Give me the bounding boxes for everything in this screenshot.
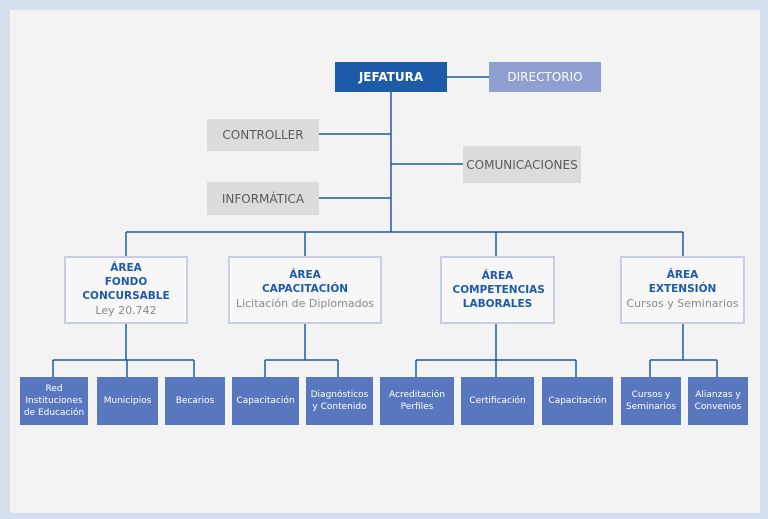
unit-capacitacion: Capacitación	[232, 377, 299, 425]
informatica-box: INFORMÁTICA	[207, 182, 319, 215]
area-label: ÁREA	[110, 262, 142, 274]
unit-label: Alianzas y Convenios	[694, 390, 742, 412]
area-label: ÁREA	[289, 269, 321, 281]
jefatura-box: JEFATURA	[335, 62, 447, 92]
area-extension: ÁREA EXTENSIÓN Cursos y Seminarios	[620, 256, 745, 324]
unit-cursos-seminarios: Cursos y Seminarios	[621, 377, 681, 425]
area-name: FONDO CONCURSABLE	[82, 276, 170, 302]
unit-label: Capacitación	[236, 396, 295, 406]
jefatura-label: JEFATURA	[358, 70, 424, 84]
unit-label: Cursos y Seminarios	[625, 390, 677, 412]
area-name: COMPETENCIAS LABORALES	[452, 284, 545, 310]
area-name: EXTENSIÓN	[648, 283, 717, 295]
unit-label: Acreditación Perfiles	[389, 390, 445, 412]
unit-red-instituciones: Red Instituciones de Educación	[20, 377, 88, 425]
unit-label: Capacitación	[548, 396, 607, 406]
directorio-box: DIRECTORIO	[489, 62, 601, 92]
area-competencias-laborales: ÁREA COMPETENCIAS LABORALES	[440, 256, 555, 324]
unit-acreditacion-perfiles: Acreditación Perfiles	[380, 377, 454, 425]
comunicaciones-box: COMUNICACIONES	[463, 146, 581, 183]
controller-box: CONTROLLER	[207, 119, 319, 151]
area-fondo-concursable: ÁREA FONDO CONCURSABLE Ley 20.742	[64, 256, 188, 324]
unit-becarios: Becarios	[165, 377, 225, 425]
unit-label: Certificación	[469, 396, 526, 406]
area-subtitle: Cursos y Seminarios	[626, 297, 739, 310]
unit-label: Municipios	[103, 396, 152, 406]
area-name: CAPACITACIÓN	[261, 283, 349, 295]
unit-label: Becarios	[175, 396, 215, 406]
unit-municipios: Municipios	[97, 377, 158, 425]
unit-label: Diagnósticos y Contenido	[310, 390, 369, 412]
controller-label: CONTROLLER	[222, 128, 304, 142]
unit-label: Red Instituciones de Educación	[23, 384, 85, 418]
unit-capacitacion-laboral: Capacitación	[542, 377, 613, 425]
directorio-label: DIRECTORIO	[507, 70, 583, 84]
area-subtitle: Ley 20.742	[95, 304, 157, 317]
area-label: ÁREA	[666, 269, 699, 281]
area-capacitacion: ÁREA CAPACITACIÓN Licitación de Diplomad…	[228, 256, 382, 324]
informatica-label: INFORMÁTICA	[221, 191, 305, 206]
area-subtitle: Licitación de Diplomados	[235, 297, 375, 310]
org-chart: JEFATURA DIRECTORIO CONTROLLER COMUNICAC…	[10, 10, 760, 513]
comunicaciones-label: COMUNICACIONES	[466, 157, 578, 172]
area-label: ÁREA	[481, 270, 514, 282]
unit-certificacion: Certificación	[461, 377, 534, 425]
connector-lines	[52, 76, 718, 377]
unit-alianzas-convenios: Alianzas y Convenios	[688, 377, 748, 425]
unit-diagnosticos-contenido: Diagnósticos y Contenido	[306, 377, 373, 425]
